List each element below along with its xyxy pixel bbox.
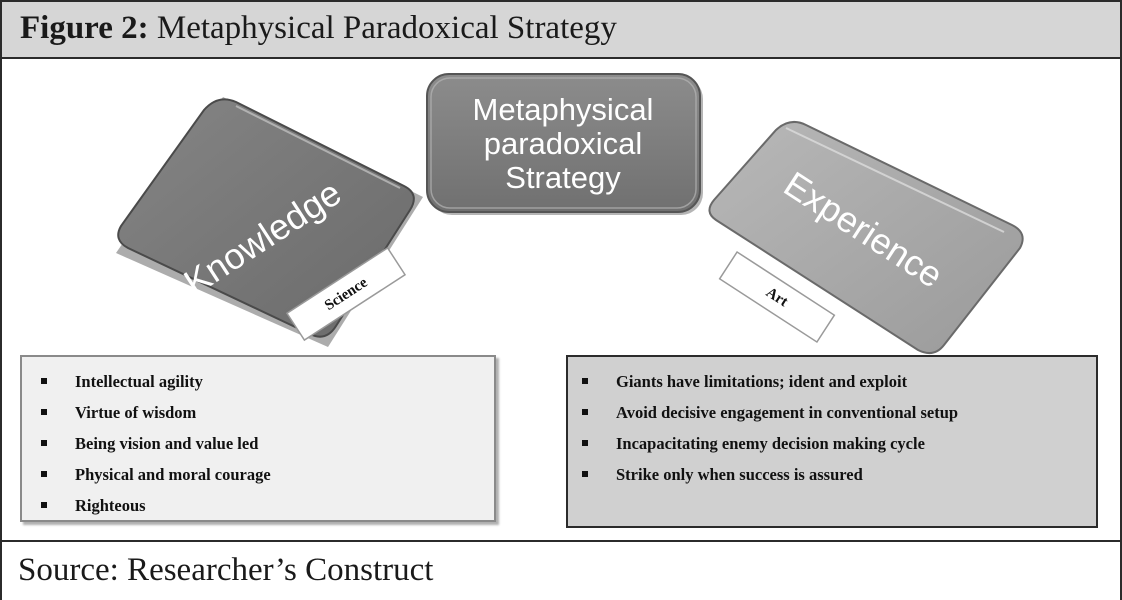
list-item-text: Incapacitating enemy decision making cyc… (616, 434, 925, 453)
bullet-square-icon (41, 378, 47, 384)
source-bar: Source: Researcher’s Construct (2, 540, 1120, 600)
list-item: Being vision and value led (41, 433, 494, 464)
bullet-square-icon (582, 409, 588, 415)
art-tag: Art (718, 250, 836, 344)
list-item: Physical and moral courage (41, 464, 494, 495)
center-line-3: Strategy (505, 160, 621, 195)
list-item-text: Virtue of wisdom (75, 403, 197, 422)
bullet-square-icon (582, 440, 588, 446)
list-item-text: Giants have limitations; ident and explo… (616, 372, 908, 391)
bullet-square-icon (41, 440, 47, 446)
experience-principles-list: Giants have limitations; ident and explo… (566, 355, 1098, 528)
list-item-text: Avoid decisive engagement in conventiona… (616, 403, 959, 422)
list-item-text: Righteous (75, 496, 146, 515)
figure-title-text: Metaphysical Paradoxical Strategy (148, 10, 617, 46)
list-item: Strike only when success is assured (582, 464, 1096, 495)
bullet-square-icon (41, 471, 47, 477)
knowledge-shape: Knowledge (116, 97, 423, 347)
list-item-text: Being vision and value led (75, 434, 259, 453)
center-line-1: Metaphysical (473, 92, 654, 127)
list-item: Incapacitating enemy decision making cyc… (582, 433, 1096, 464)
list-item: Virtue of wisdom (41, 402, 494, 433)
list-item-text: Intellectual agility (75, 372, 203, 391)
figure-label: Figure 2: (20, 10, 149, 46)
list-item: Giants have limitations; ident and explo… (582, 371, 1096, 402)
figure-title-bar: Figure 2: Metaphysical Paradoxical Strat… (2, 2, 1120, 59)
knowledge-traits-list: Intellectual agility Virtue of wisdom Be… (20, 355, 496, 522)
list-item: Righteous (41, 495, 494, 526)
bullet-square-icon (582, 471, 588, 477)
list-item-text: Physical and moral courage (75, 465, 271, 484)
bullet-square-icon (582, 378, 588, 384)
figure-title: Figure 2: Metaphysical Paradoxical Strat… (20, 10, 617, 47)
bullet-square-icon (41, 409, 47, 415)
bullet-square-icon (41, 502, 47, 508)
center-strategy-shape: Metaphysical paradoxical Strategy (426, 73, 703, 215)
list-item: Avoid decisive engagement in conventiona… (582, 402, 1096, 433)
center-line-2: paradoxical (484, 126, 643, 161)
experience-shape: Experience (708, 120, 1024, 355)
list-item-text: Strike only when success is assured (616, 465, 863, 484)
list-item: Intellectual agility (41, 371, 494, 402)
source-text: Source: Researcher’s Construct (18, 552, 434, 588)
